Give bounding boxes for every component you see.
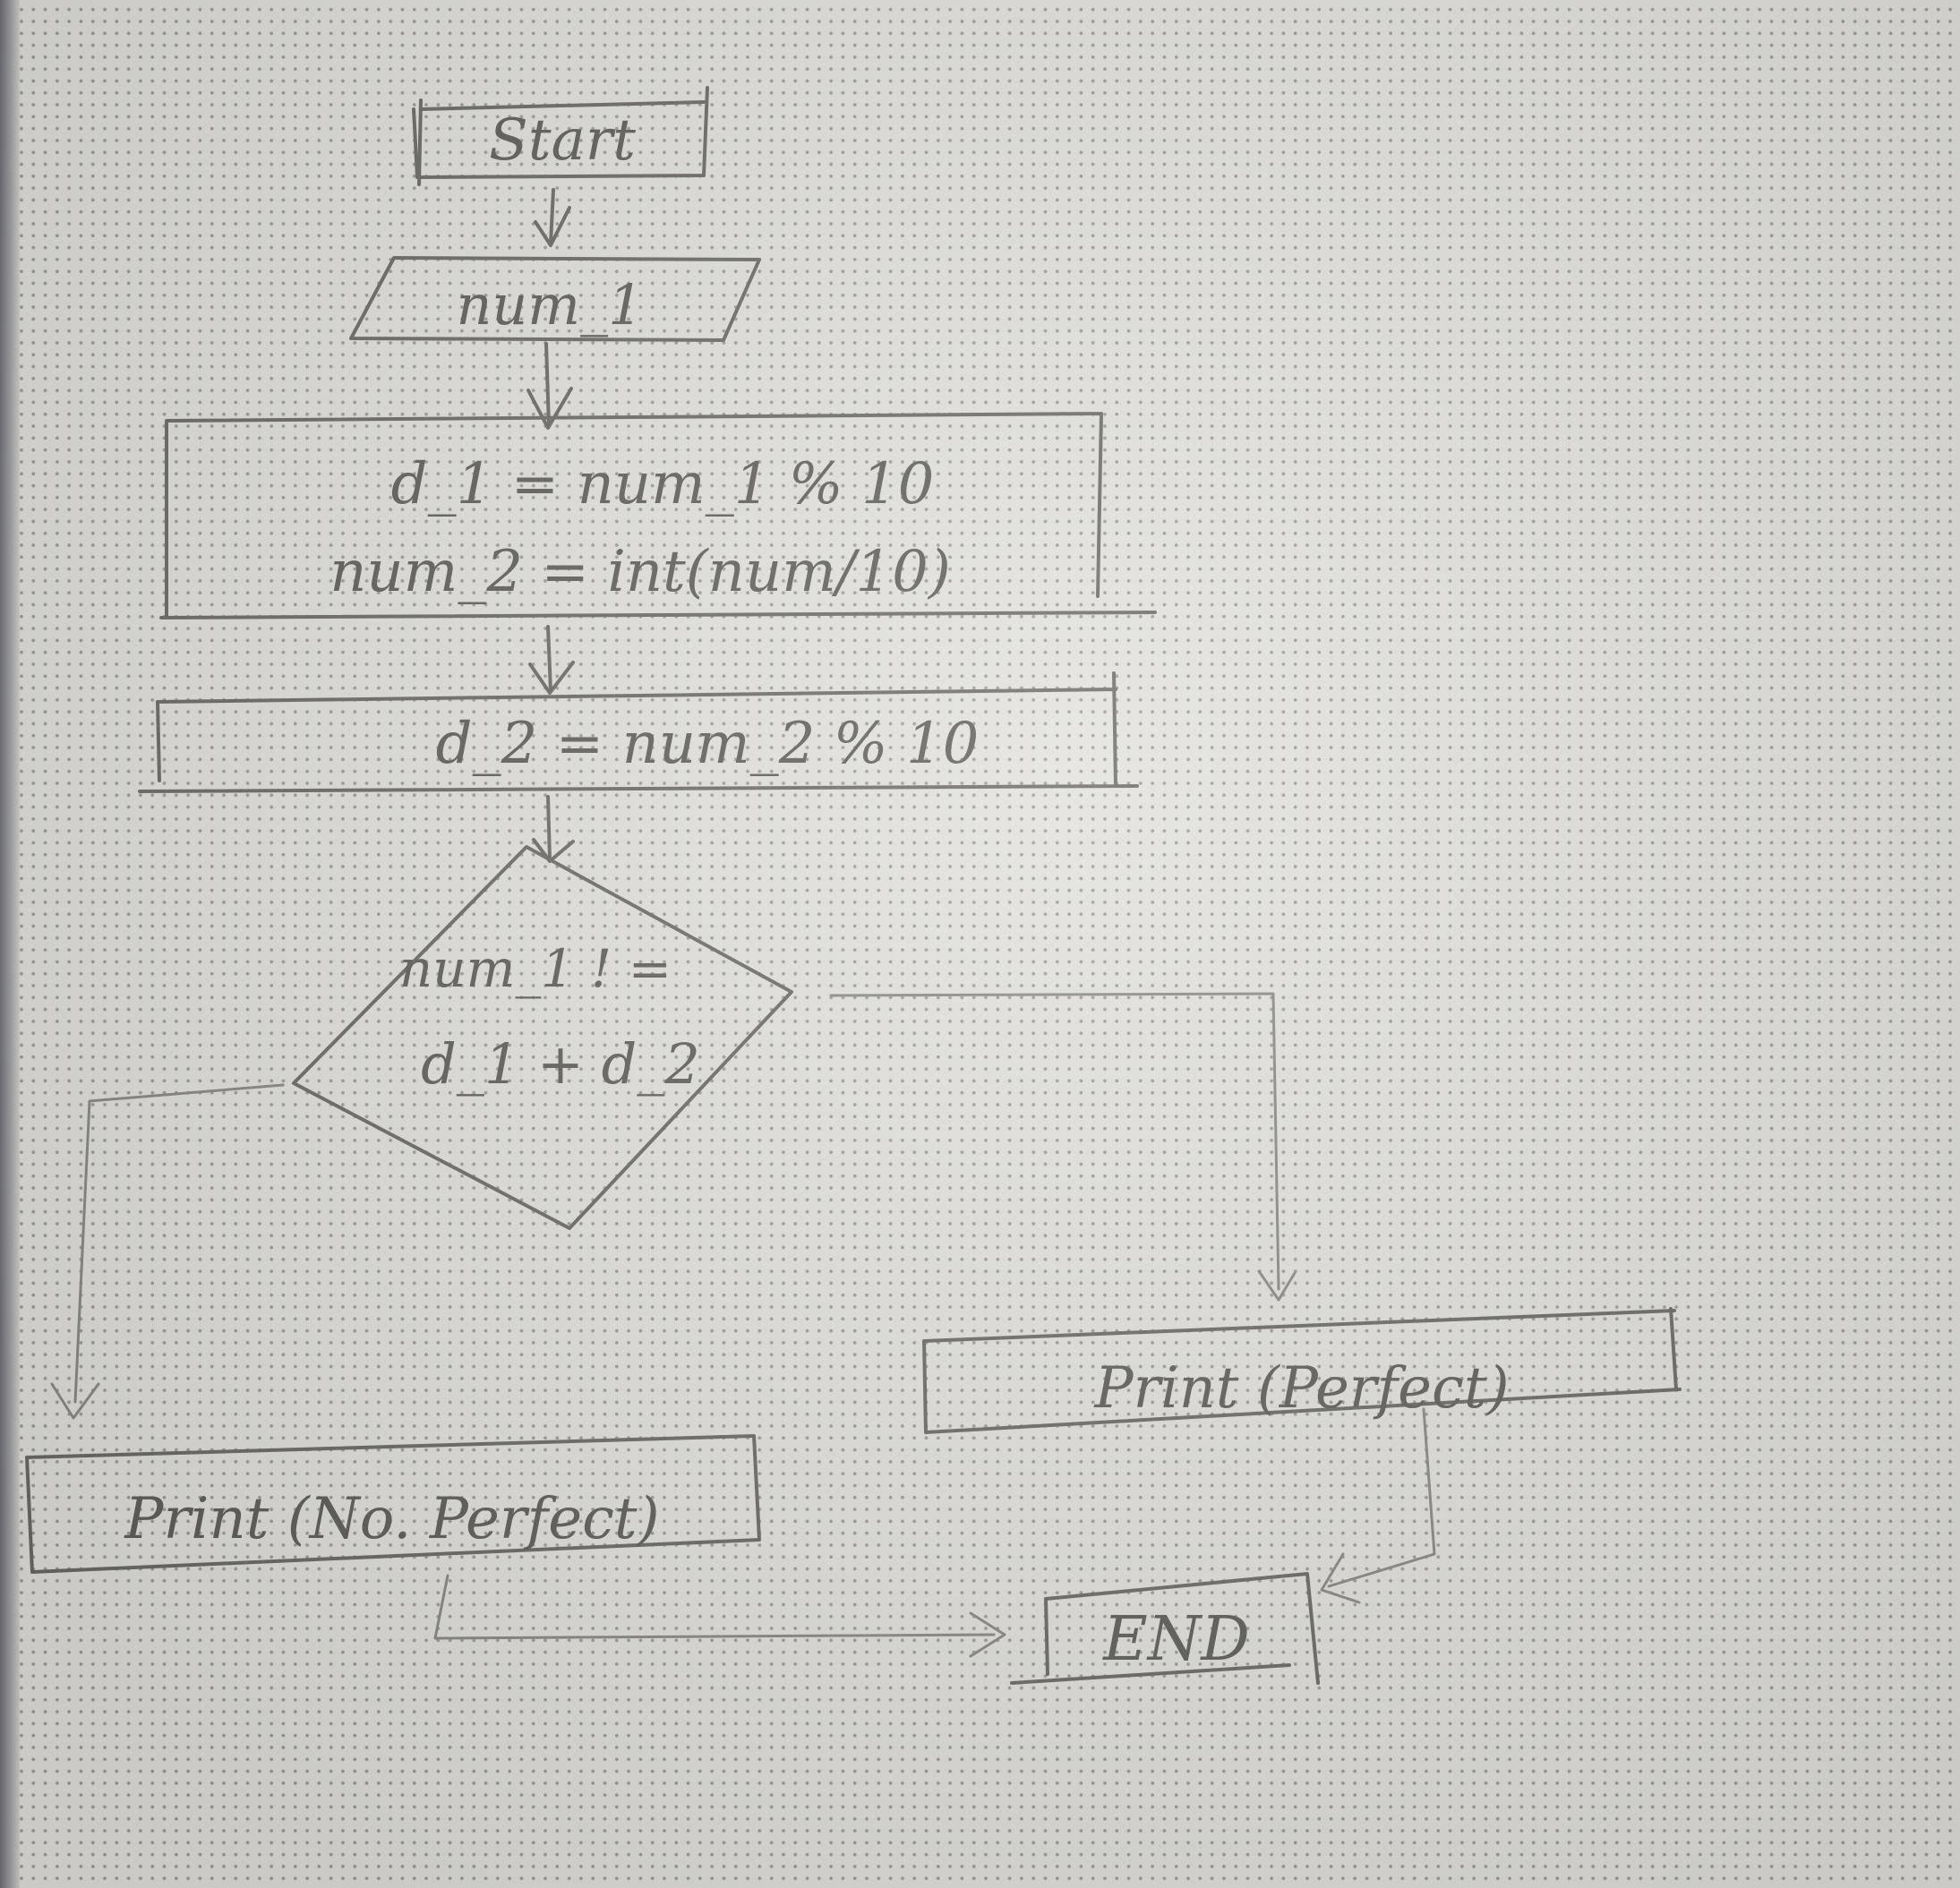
end-label: END xyxy=(1101,1604,1250,1675)
arrow-start-input xyxy=(534,188,571,247)
print-no-perfect-box xyxy=(25,1434,761,1574)
decision-box xyxy=(292,845,793,1230)
process1-line2: num_2 = int(num/10) xyxy=(330,539,951,605)
process1-node: d_1 = num_1 % 10 num_2 = int(num/10) xyxy=(159,412,1157,619)
arrow-process2-decision xyxy=(532,795,575,863)
start-node: Start xyxy=(412,86,709,186)
end-node: END xyxy=(1010,1572,1320,1685)
print-perfect-label: Print (Perfect) xyxy=(1093,1355,1509,1422)
print-perfect-node: Print (Perfect) xyxy=(922,1307,1682,1434)
arrow-decision-print-perfect xyxy=(829,992,1297,1302)
start-label: Start xyxy=(489,107,636,174)
decision-line2: d_1 + d_2 xyxy=(421,1031,700,1097)
desk-edge xyxy=(0,0,20,1888)
arrow-print-perfect-end xyxy=(1320,1407,1436,1604)
input-box xyxy=(349,256,761,342)
input-label: num_1 xyxy=(456,272,643,337)
arrow-process1-process2 xyxy=(528,625,575,695)
print-no-perfect-label: Print (No. Perfect) xyxy=(124,1486,659,1552)
print-perfect-box xyxy=(922,1307,1682,1434)
process2-label: d_2 = num_2 % 10 xyxy=(436,711,980,777)
print-no-perfect-node: Print (No. Perfect) xyxy=(25,1434,761,1574)
end-box xyxy=(1010,1572,1320,1685)
process2-box xyxy=(138,671,1139,793)
process2-node: d_2 = num_2 % 10 xyxy=(138,671,1139,793)
start-box xyxy=(412,86,709,186)
decision-node: num_1 ! = d_1 + d_2 xyxy=(292,845,793,1230)
arrow-print-no-perfect-end xyxy=(433,1574,1006,1658)
arrow-input-process1 xyxy=(526,342,573,430)
input-node: num_1 xyxy=(349,256,761,342)
process1-box xyxy=(159,412,1157,619)
decision-line1: num_1 ! = xyxy=(399,938,672,999)
process1-line1: d_1 = num_1 % 10 xyxy=(391,451,935,517)
arrow-decision-print-no-perfect xyxy=(50,1083,285,1420)
